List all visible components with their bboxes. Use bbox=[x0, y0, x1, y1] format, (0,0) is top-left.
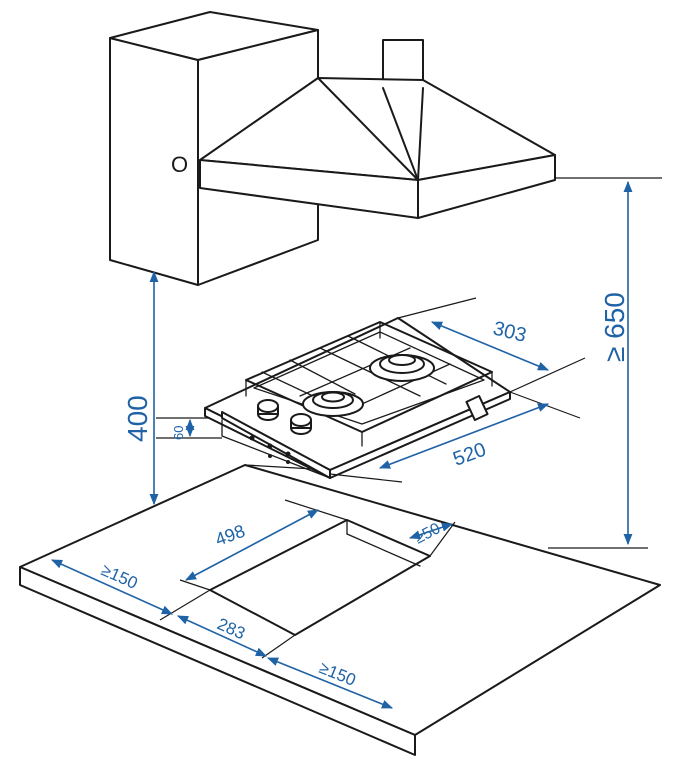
label-hob-depth: 520 bbox=[450, 439, 489, 471]
label-hood-height: 400 bbox=[122, 395, 153, 442]
control-knob-left bbox=[257, 399, 279, 421]
dimension-lines bbox=[50, 177, 662, 709]
hob-body bbox=[221, 419, 331, 479]
label-hood-clearance: ≥ 650 bbox=[599, 292, 630, 362]
dim-line-cutout-width bbox=[176, 615, 268, 657]
dim-line-front-clearance bbox=[266, 657, 394, 709]
cooker-hood: O bbox=[109, 11, 556, 286]
dim-line-cutout-depth bbox=[185, 509, 319, 581]
hood-marker-label: O bbox=[171, 152, 188, 177]
label-hob-height: 60 bbox=[171, 426, 186, 440]
worktop bbox=[19, 464, 661, 756]
control-knob-right bbox=[290, 413, 312, 435]
dim-line-left-clearance bbox=[50, 559, 174, 615]
dim-line-hob-width bbox=[430, 321, 550, 371]
dim-line-back-clearance bbox=[408, 522, 454, 540]
dim-line-hob-depth bbox=[378, 403, 550, 469]
label-hob-width: 303 bbox=[491, 318, 529, 347]
hood-rim-side bbox=[417, 154, 556, 219]
burner-front bbox=[302, 391, 364, 417]
burner-rear bbox=[369, 354, 435, 382]
